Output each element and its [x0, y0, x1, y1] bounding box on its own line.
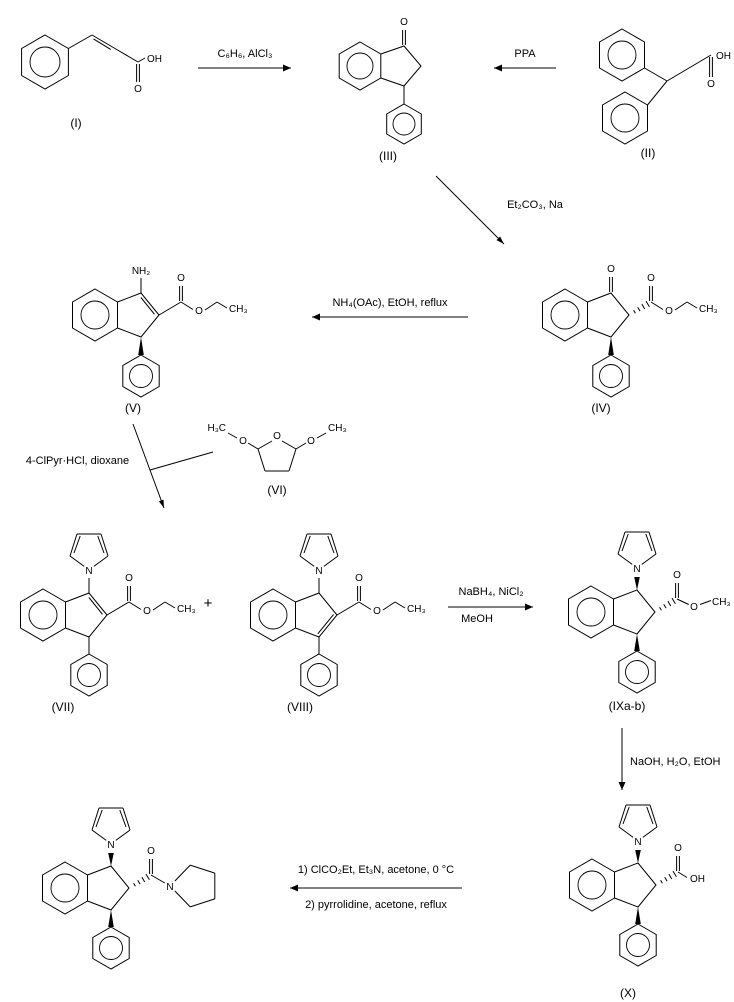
pyrrole-ring: N: [299, 533, 339, 577]
compound-v-label: (V): [125, 401, 141, 415]
atom-o: O: [607, 264, 615, 275]
compound-ii-label: (II): [640, 146, 656, 160]
reagent-step6-line1-label: NaBH₄, NiCl₂: [458, 586, 524, 598]
atom-n: N: [166, 882, 173, 893]
phenyl-ring: [619, 923, 657, 967]
atom-o: O: [273, 431, 281, 442]
atom-o: O: [195, 306, 203, 317]
atom-oh: OH: [690, 874, 705, 885]
atom-h3c: H₃C: [207, 423, 226, 434]
compound-amide-structure: N O N: [42, 807, 216, 970]
phenyl-ring: [70, 653, 108, 697]
hashed-bond: [659, 597, 676, 611]
reagent-step6-line2-label: MeOH: [461, 613, 493, 625]
compound-iii-label: (III): [379, 149, 397, 163]
compound-iv-label: (IV): [591, 401, 611, 415]
arrow-iii-to-iv: [435, 175, 505, 245]
atom-o: O: [373, 606, 381, 617]
atom-ch3: CH₃: [328, 423, 347, 434]
atom-n: N: [107, 840, 114, 851]
atom-ch3: CH₃: [229, 304, 248, 315]
compound-iii-structure: O: [338, 17, 422, 145]
arrow-iv-to-v: [312, 313, 468, 321]
compound-i-structure: O OH: [21, 34, 162, 95]
reagent-step4-label: NH₄(OAc), EtOH, reflux: [332, 297, 448, 309]
reagent-step3-label: Et₂CO₃, Na: [507, 199, 563, 211]
atom-o: O: [307, 436, 315, 447]
pyrrole-ring: N: [91, 807, 131, 851]
atom-o: O: [400, 17, 408, 28]
arrow-i-to-iii: [198, 64, 291, 72]
compound-x-structure: N O OH: [569, 804, 705, 967]
compound-vii-structure: N O O CH₃: [20, 533, 196, 697]
atom-o: O: [690, 602, 698, 613]
phenyl-ring: [592, 354, 630, 398]
atom-oh: OH: [716, 51, 731, 62]
arrow-x-to-amide: [290, 884, 462, 892]
arrow-viii-to-ix: [448, 603, 533, 611]
compound-i-label: (I): [70, 116, 82, 130]
atom-n: N: [315, 566, 322, 577]
arrow-ii-to-iii: [494, 64, 556, 72]
compound-vi-structure: O O H₃C O CH₃: [207, 423, 347, 472]
reagent-step8-line2-label: 2) pyrrolidine, acetone, reflux: [305, 899, 447, 911]
pyrrole-ring: N: [617, 531, 657, 575]
atom-o: O: [674, 843, 682, 854]
phenyl-ring: [300, 653, 338, 697]
atom-o: O: [239, 436, 247, 447]
reagent-step1-label: C₆H₆, AlCl₃: [217, 48, 273, 60]
atom-o: O: [355, 573, 363, 584]
phenyl-ring: [618, 650, 656, 694]
vi-connector-line: [149, 451, 214, 471]
compound-ixab-label: (IXa-b): [608, 699, 646, 713]
atom-o: O: [177, 273, 185, 284]
atom-o: O: [134, 84, 142, 95]
hashed-bond: [133, 873, 150, 887]
compound-viii-structure: N O O CH₃: [250, 533, 426, 697]
arrow-v-to-vii-viii: [132, 423, 214, 509]
atom-o: O: [143, 606, 151, 617]
atom-o: O: [647, 273, 655, 284]
compound-viii-label: (VIII): [287, 700, 313, 714]
atom-ch3: CH₃: [177, 604, 196, 615]
atom-ch3: CH₃: [407, 604, 426, 615]
atom-n: N: [634, 837, 641, 848]
compound-v-structure: NH₂ O O CH₃: [72, 266, 248, 398]
atom-ch3: CH₃: [712, 597, 731, 608]
compound-iv-structure: O O O CH₃: [542, 264, 718, 398]
phenyl-ring: [122, 354, 160, 398]
reagent-step7-label: NaOH, H₂O, EtOH: [630, 756, 721, 768]
compound-ii-structure: O OH: [599, 28, 731, 145]
atom-n: N: [633, 564, 640, 575]
hashed-bond: [660, 870, 677, 884]
pyrrolidine-ring: N: [166, 864, 216, 908]
pyrrole-ring: N: [69, 533, 109, 577]
plus-sign: +: [203, 595, 213, 612]
hashed-bond: [633, 300, 650, 314]
atom-nh2: NH₂: [132, 266, 150, 277]
compound-vii-label: (VII): [51, 700, 75, 714]
phenyl-ring: [92, 926, 130, 970]
atom-o: O: [665, 306, 673, 317]
compound-ixab-structure: N O O CH₃: [568, 531, 731, 694]
atom-o: O: [125, 573, 133, 584]
compound-x-label: (X): [620, 986, 636, 1000]
atom-n: N: [85, 566, 92, 577]
pyrrole-ring: N: [618, 804, 658, 848]
atom-ch3: CH₃: [699, 304, 718, 315]
atom-oh: OH: [147, 54, 162, 65]
atom-o: O: [673, 570, 681, 581]
arrow-ix-to-x: [618, 728, 626, 790]
phenyl-ring: [386, 103, 422, 145]
atom-o: O: [707, 79, 715, 90]
compound-vi-label: (VI): [267, 483, 287, 497]
reagent-step8-line1-label: 1) ClCO₂Et, Et₃N, acetone, 0 °C: [297, 864, 455, 876]
reagent-step2-label: PPA: [514, 48, 536, 60]
atom-o: O: [147, 846, 155, 857]
reagent-step5-label: 4-ClPyr·HCl, dioxane: [25, 455, 130, 467]
